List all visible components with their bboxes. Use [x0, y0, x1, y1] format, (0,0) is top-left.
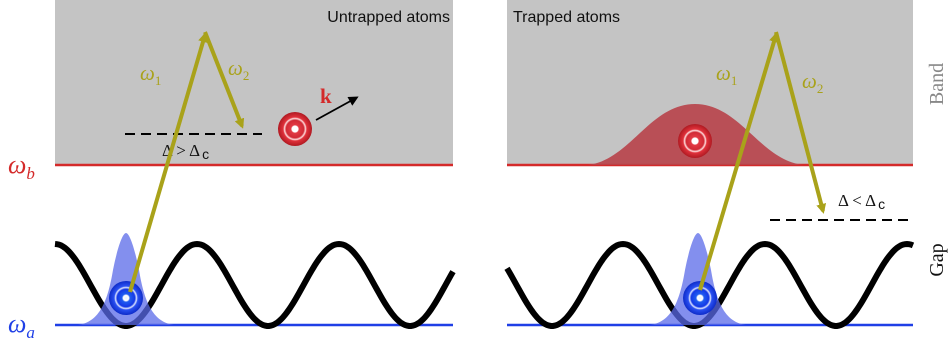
excited-atom-right	[678, 124, 712, 158]
band-side-label: Band	[926, 63, 948, 105]
wavefunction-ground-right	[650, 233, 746, 325]
wavevector-label: k	[320, 84, 332, 108]
pump-arrow-right	[698, 32, 779, 291]
lower-level-label: ωa	[8, 309, 35, 342]
upper-level-label: ωb	[8, 150, 35, 183]
ground-atom-left	[109, 281, 143, 315]
standing-wave-left	[54, 240, 456, 329]
ground-atom-right	[683, 281, 717, 315]
emission-arrow-left	[203, 31, 245, 129]
band-region-left	[55, 0, 453, 165]
emission-arrow-right	[774, 31, 827, 214]
panel-title-untrapped: Untrapped atoms	[327, 9, 450, 26]
omega2-label-right: ω2	[802, 69, 823, 96]
gap-side-label: Gap	[926, 243, 948, 276]
momentum-arrow	[315, 96, 359, 121]
omega1-label-right: ω1	[716, 61, 737, 88]
wavefunction-ground-left	[78, 233, 174, 325]
pump-arrow-left	[128, 32, 208, 293]
omega2-label-left: ω2	[228, 56, 249, 83]
panel-title-trapped: Trapped atoms	[513, 9, 620, 26]
excited-atom-left	[278, 112, 312, 146]
omega1-label-left: ω1	[140, 61, 161, 88]
